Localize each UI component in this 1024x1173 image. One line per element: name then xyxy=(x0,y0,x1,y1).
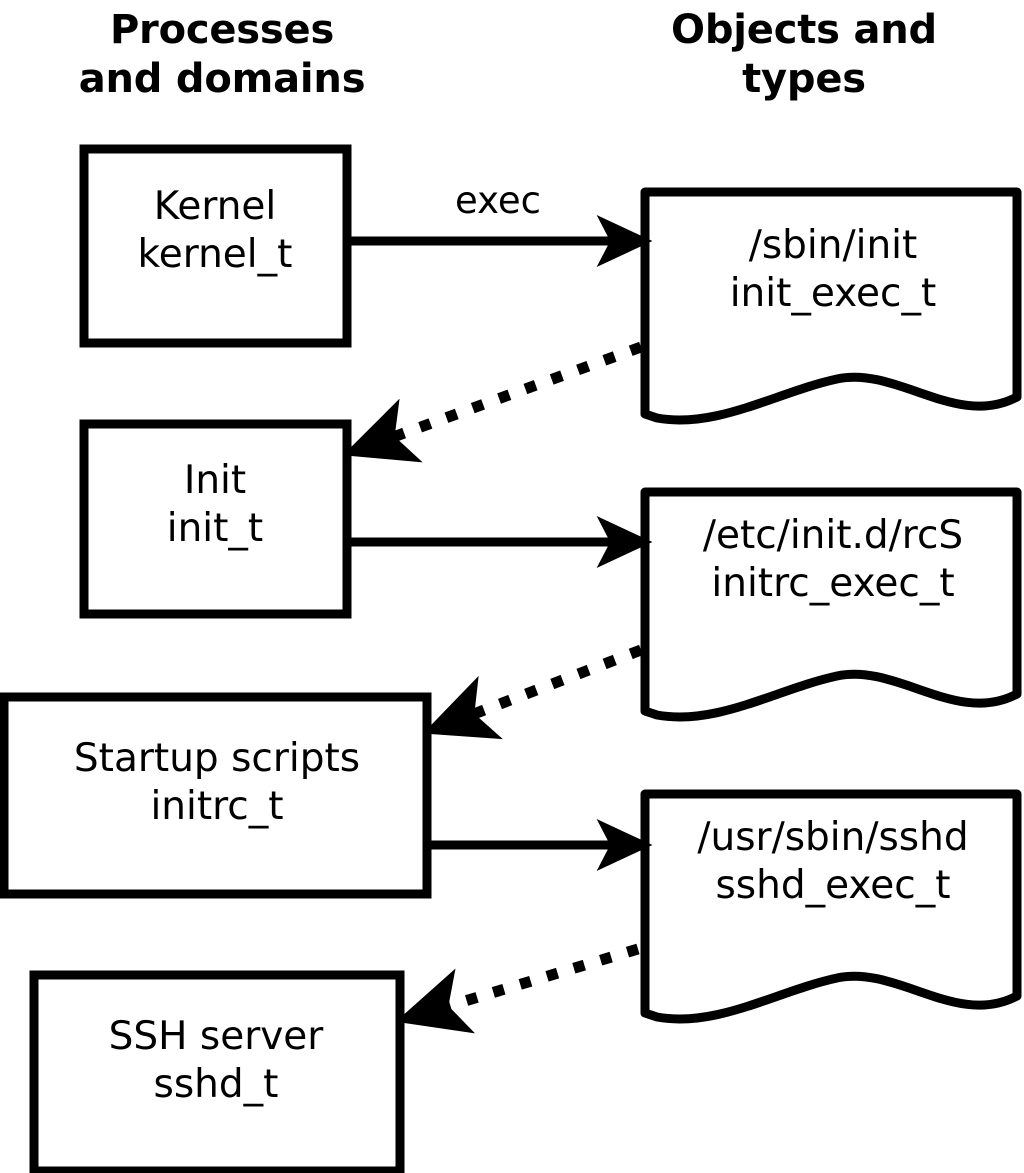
process-box-kernel[interactable] xyxy=(79,144,352,348)
edge-initexec-becomes-init xyxy=(342,341,643,463)
object-document-initrc-exec[interactable] xyxy=(640,487,1022,722)
object-document-init-exec[interactable] xyxy=(640,187,1022,425)
edge-sshdexec-becomes-sshd xyxy=(395,943,640,1034)
column-header-processes: Processes and domains xyxy=(78,7,366,102)
edge-initrcexec-becomes-initrc xyxy=(422,644,643,740)
edge-label-exec: exec xyxy=(455,179,541,222)
process-box-initrc[interactable] xyxy=(0,692,432,899)
column-header-objects: Objects and types xyxy=(671,7,937,102)
object-document-sshd-exec[interactable] xyxy=(640,789,1022,1024)
process-box-init[interactable] xyxy=(79,419,352,619)
process-box-sshd[interactable] xyxy=(29,970,405,1173)
